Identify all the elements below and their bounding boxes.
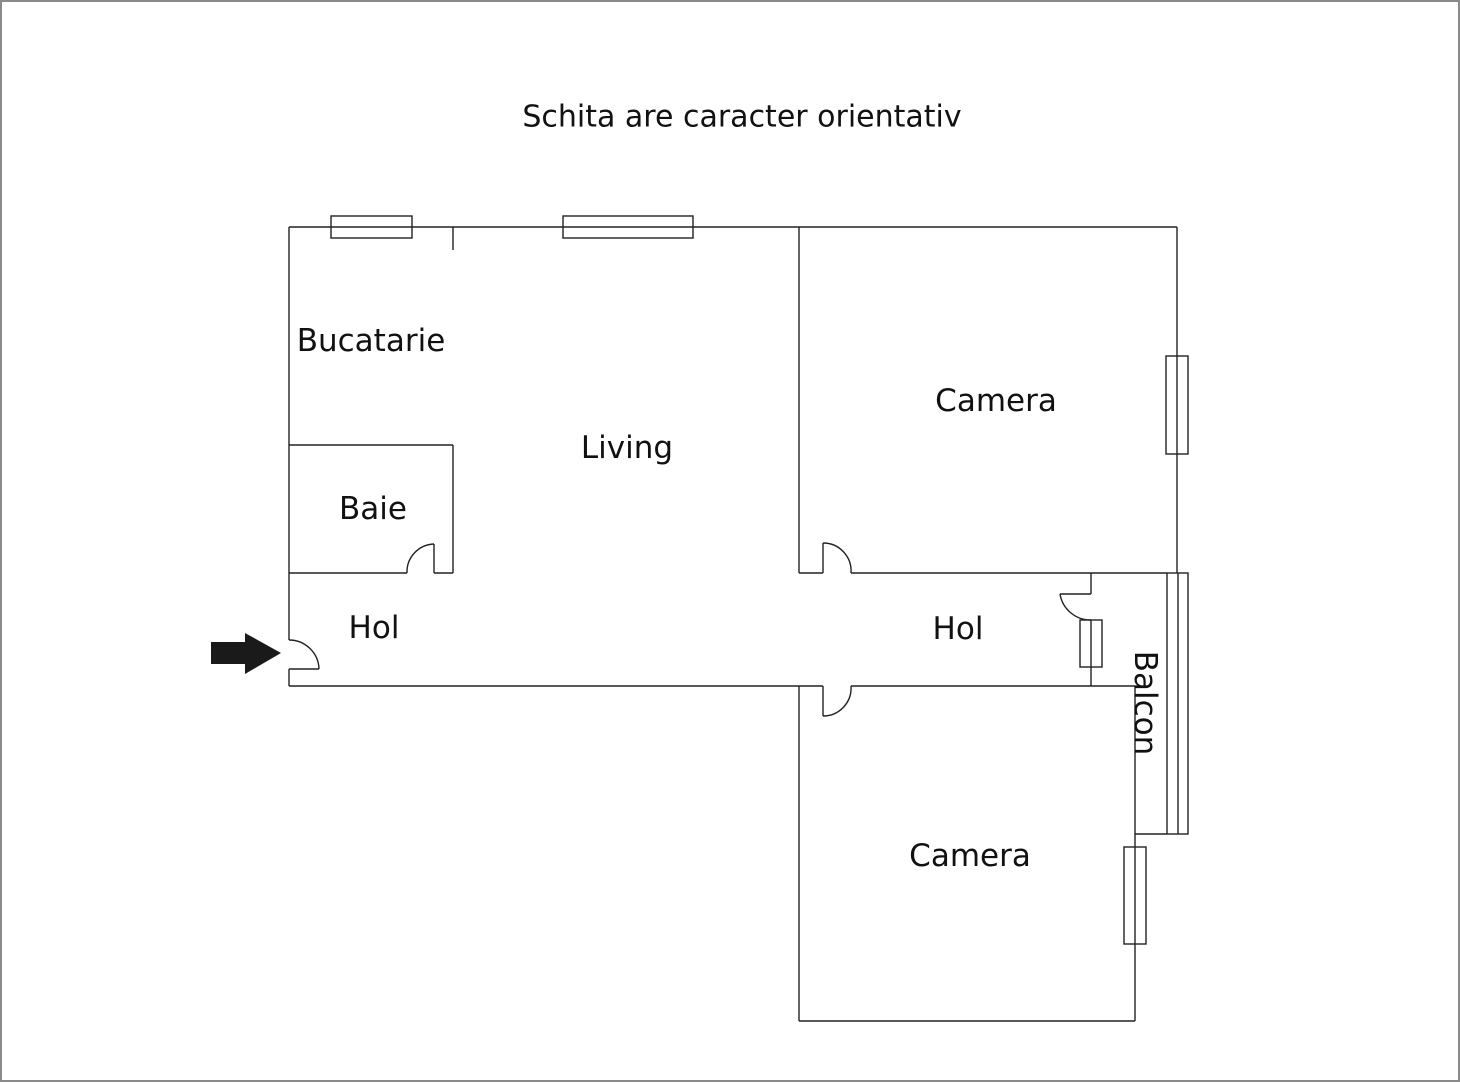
page-title: Schita are caracter orientativ (522, 99, 962, 135)
window-bucatarie (330, 215, 413, 239)
room-label-bucatarie: Bucatarie (296, 323, 446, 359)
room-label-camera-top: Camera (935, 383, 1057, 419)
window-living (562, 215, 694, 239)
room-label-hol-left: Hol (348, 610, 400, 646)
room-label-camera-bottom: Camera (909, 838, 1031, 874)
arrow-right-icon (211, 633, 281, 674)
room-label-baie: Baie (339, 491, 407, 527)
room-label-balcon: Balcon (1127, 650, 1163, 756)
entrance-door (288, 639, 320, 670)
room-label-hol-right: Hol (932, 611, 984, 647)
window-camera-bottom (1123, 846, 1147, 945)
room-label-living: Living (580, 430, 674, 466)
walls-camera-bottom (798, 686, 1147, 1022)
walls-camera-top (798, 226, 1189, 574)
walls-left-block (288, 226, 799, 687)
window-camera-top (1165, 355, 1189, 455)
walls-hol-right (799, 573, 1135, 717)
balcon-frame (1134, 572, 1189, 1021)
